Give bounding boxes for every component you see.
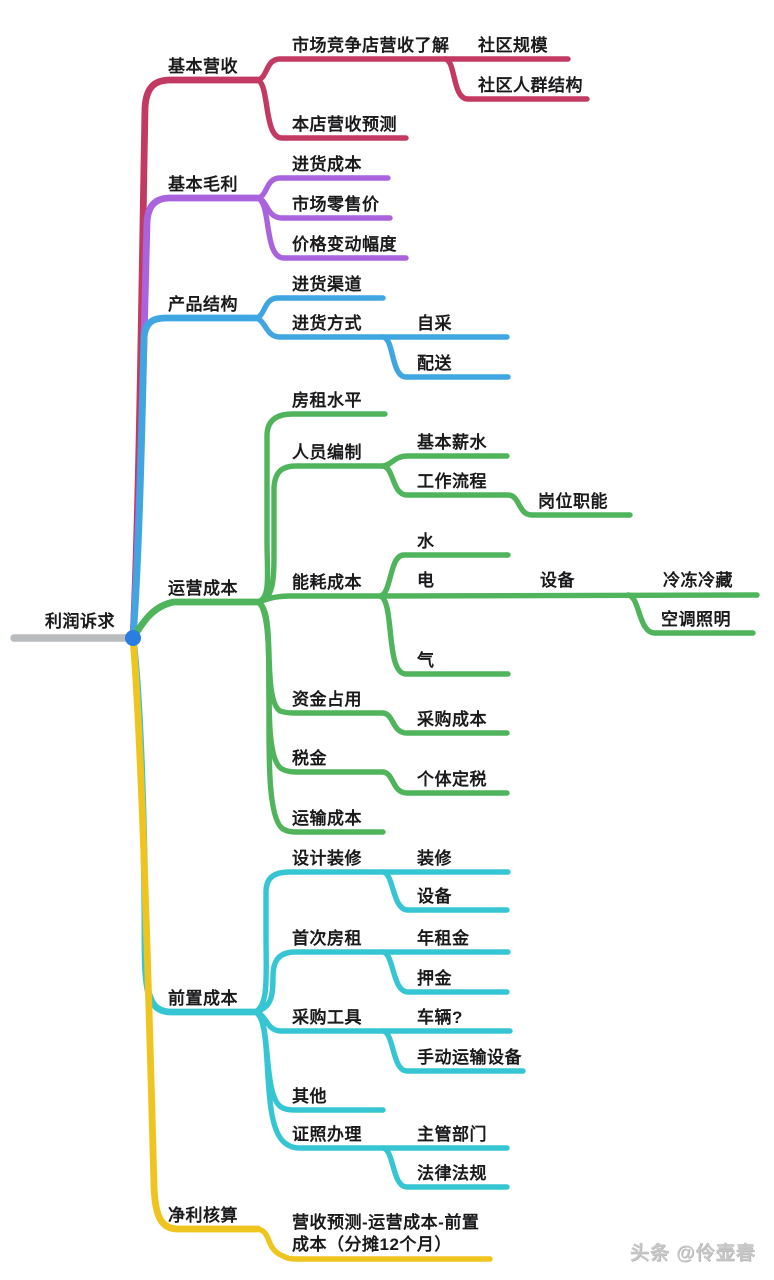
edge-upfront-cost xyxy=(129,634,259,1016)
node-rent-level[interactable]: 房租水平 xyxy=(292,391,362,410)
node-community-scale[interactable]: 社区规模 xyxy=(478,36,548,55)
node-transport-cost[interactable]: 运输成本 xyxy=(292,809,362,828)
node-profit-demand[interactable]: 利润诉求 xyxy=(45,612,115,631)
node-net-profit-formula[interactable]: 营收预测-运营成本-前置成本（分摊12个月） xyxy=(292,1213,480,1254)
node-renovation[interactable]: 装修 xyxy=(417,849,452,868)
node-laws-regulations[interactable]: 法律法规 xyxy=(417,1164,487,1183)
edge-manual-transport-equipment xyxy=(380,1028,526,1074)
edge-energy-electricity-equipment xyxy=(255,592,760,605)
edge-basic-revenue xyxy=(129,76,261,642)
edge-net-profit-formula xyxy=(255,1226,493,1262)
node-purchase-channel[interactable]: 进货渠道 xyxy=(292,275,362,294)
edge-staffing xyxy=(255,463,386,605)
node-equipment[interactable]: 设备 xyxy=(540,571,575,590)
node-annual-rent[interactable]: 年租金 xyxy=(417,929,470,948)
node-freezer-refrigeration[interactable]: 冷冻冷藏 xyxy=(663,571,733,590)
edge-workflow-job-functions xyxy=(380,463,633,518)
node-net-profit-accounting[interactable]: 净利核算 xyxy=(168,1206,238,1225)
edge-net-profit-accounting xyxy=(129,634,262,1233)
node-electricity[interactable]: 电 xyxy=(417,571,435,590)
edge-price-fluctuation xyxy=(254,195,409,261)
edge-gas xyxy=(377,593,511,677)
edge-water xyxy=(377,552,511,599)
node-vehicle[interactable]: 车辆? xyxy=(417,1008,463,1027)
edge-purchase-method xyxy=(252,315,510,340)
edge-community-demographics xyxy=(442,56,590,102)
root-node-dot xyxy=(125,630,141,646)
node-authority-department[interactable]: 主管部门 xyxy=(417,1125,487,1144)
edge-individual-fixed-tax xyxy=(380,769,510,796)
edge-tax xyxy=(255,599,386,775)
node-basic-gross-margin[interactable]: 基本毛利 xyxy=(168,175,238,194)
edge-operating-cost xyxy=(129,598,262,642)
node-operating-cost[interactable]: 运营成本 xyxy=(168,579,238,598)
node-capital-occupation[interactable]: 资金占用 xyxy=(292,690,362,709)
edge-store-revenue-forecast xyxy=(254,77,409,141)
node-individual-fixed-tax[interactable]: 个体定税 xyxy=(417,770,487,789)
node-store-revenue-forecast[interactable]: 本店营收预测 xyxy=(292,115,397,134)
node-workflow[interactable]: 工作流程 xyxy=(417,472,487,491)
node-ac-lighting[interactable]: 空调照明 xyxy=(661,610,731,629)
edge-license-processing xyxy=(252,1009,510,1151)
watermark: 头条 @伶壶春 xyxy=(630,1243,756,1264)
node-design-renovation[interactable]: 设计装修 xyxy=(292,849,362,868)
node-purchase-tools[interactable]: 采购工具 xyxy=(292,1008,362,1027)
edge-transport-cost xyxy=(255,599,386,835)
edge-procurement-cost xyxy=(380,710,510,736)
node-tax[interactable]: 税金 xyxy=(292,749,327,768)
node-job-functions[interactable]: 岗位职能 xyxy=(538,492,608,511)
node-base-salary[interactable]: 基本薪水 xyxy=(417,433,487,452)
edge-equipment-upfront xyxy=(380,869,510,913)
node-procurement-cost[interactable]: 采购成本 xyxy=(417,710,487,729)
node-self-purchase[interactable]: 自采 xyxy=(417,314,452,333)
node-price-fluctuation[interactable]: 价格变动幅度 xyxy=(292,235,397,254)
node-gas[interactable]: 气 xyxy=(417,651,435,670)
node-purchase-cost[interactable]: 进货成本 xyxy=(292,155,362,174)
edge-product-structure xyxy=(129,314,259,642)
node-energy-cost[interactable]: 能耗成本 xyxy=(292,573,362,592)
node-manual-transport-equipment[interactable]: 手动运输设备 xyxy=(417,1048,522,1067)
node-market-competitor-revenue[interactable]: 市场竞争店营收了解 xyxy=(292,36,450,55)
node-community-demographics[interactable]: 社区人群结构 xyxy=(478,76,583,95)
edge-delivery xyxy=(380,334,511,380)
edge-base-salary xyxy=(380,453,510,469)
node-water[interactable]: 水 xyxy=(417,532,435,551)
node-first-rent[interactable]: 首次房租 xyxy=(292,929,362,948)
node-staffing[interactable]: 人员编制 xyxy=(292,443,362,462)
edge-laws-regulations xyxy=(380,1145,510,1190)
node-upfront-cost[interactable]: 前置成本 xyxy=(168,989,238,1008)
node-equipment-upfront[interactable]: 设备 xyxy=(417,887,452,906)
edge-design-renovation xyxy=(252,869,511,1015)
node-purchase-method[interactable]: 进货方式 xyxy=(292,314,362,333)
edge-first-rent xyxy=(252,949,511,1015)
node-delivery[interactable]: 配送 xyxy=(417,354,452,373)
edge-basic-gross-margin xyxy=(129,194,261,642)
node-others[interactable]: 其他 xyxy=(292,1087,327,1106)
node-license-processing[interactable]: 证照办理 xyxy=(292,1125,362,1144)
node-basic-revenue[interactable]: 基本营收 xyxy=(168,57,238,76)
node-deposit[interactable]: 押金 xyxy=(417,969,452,988)
edge-ac-lighting xyxy=(625,592,756,636)
node-market-retail-price[interactable]: 市场零售价 xyxy=(292,195,380,214)
node-product-structure[interactable]: 产品结构 xyxy=(168,295,238,314)
edge-deposit xyxy=(380,949,510,995)
edge-rent-level xyxy=(255,411,388,605)
